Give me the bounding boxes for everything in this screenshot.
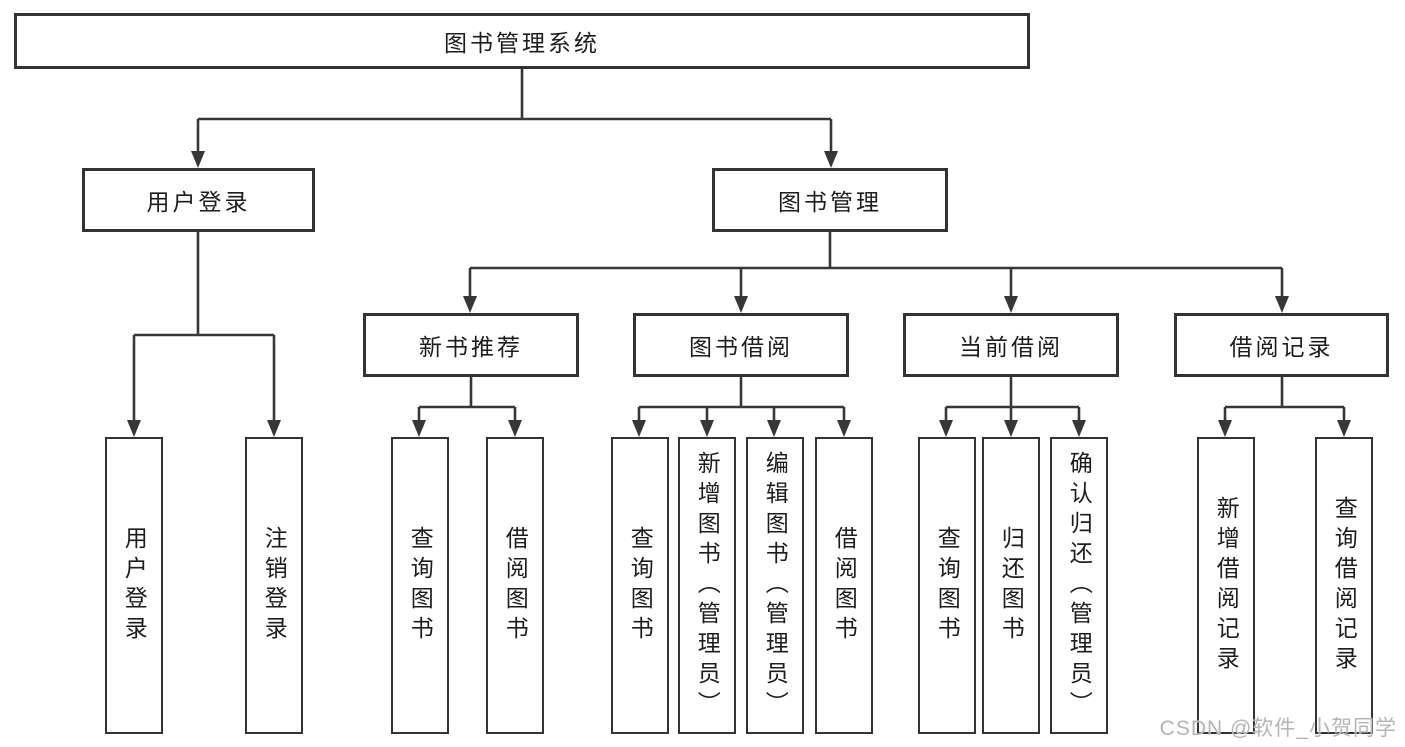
leaf-confirm-return-admin: 确认归还（管理员）: [1050, 437, 1108, 734]
node-current-borrow-label: 当前借阅: [959, 334, 1063, 360]
leaf-borrow-books-recommend-label: 借阅图书: [502, 525, 529, 646]
node-user-login: 用户登录: [82, 168, 315, 232]
node-borrow-records-label: 借阅记录: [1229, 334, 1334, 360]
leaf-return-books-label: 归还图书: [998, 525, 1025, 646]
leaf-query-borrow-record-label: 查询借阅记录: [1331, 495, 1358, 676]
leaf-return-books: 归还图书: [982, 437, 1040, 734]
node-new-book-recommend: 新书推荐: [363, 313, 579, 377]
node-book-management: 图书管理: [712, 168, 948, 232]
node-root: 图书管理系统: [14, 13, 1030, 69]
leaf-logout-label: 注销登录: [261, 525, 288, 646]
leaf-add-borrow-record-label: 新增借阅记录: [1213, 495, 1240, 676]
leaf-query-books-recommend-label: 查询图书: [407, 525, 434, 646]
leaf-logout: 注销登录: [245, 437, 303, 734]
node-root-label: 图书管理系统: [444, 30, 600, 56]
leaf-query-books-borrow: 查询图书: [611, 437, 669, 734]
leaf-query-books-borrow-label: 查询图书: [627, 525, 654, 646]
leaf-query-books-current: 查询图书: [918, 437, 976, 734]
node-borrow-records: 借阅记录: [1174, 313, 1389, 377]
leaf-query-books-current-label: 查询图书: [934, 525, 961, 646]
leaf-edit-books-admin: 编辑图书（管理员）: [746, 437, 804, 734]
node-book-management-label: 图书管理: [778, 189, 882, 215]
node-book-borrow-label: 图书借阅: [689, 334, 793, 360]
leaf-confirm-return-admin-label: 确认归还（管理员）: [1066, 450, 1093, 721]
leaf-edit-books-admin-label: 编辑图书（管理员）: [762, 450, 789, 721]
node-user-login-label: 用户登录: [146, 189, 251, 215]
leaf-add-books-admin: 新增图书（管理员）: [678, 437, 736, 734]
leaf-query-books-recommend: 查询图书: [391, 437, 449, 734]
leaf-user-login-label: 用户登录: [121, 525, 148, 646]
leaf-borrow-books: 借阅图书: [815, 437, 873, 734]
leaf-query-borrow-record: 查询借阅记录: [1315, 437, 1373, 734]
csdn-watermark: CSDN @软件_小贺同学: [1159, 717, 1397, 740]
node-book-borrow: 图书借阅: [633, 313, 849, 377]
leaf-borrow-books-label: 借阅图书: [831, 525, 858, 646]
leaf-add-borrow-record: 新增借阅记录: [1197, 437, 1255, 734]
node-current-borrow: 当前借阅: [903, 313, 1119, 377]
leaf-borrow-books-recommend: 借阅图书: [486, 437, 544, 734]
leaf-user-login: 用户登录: [105, 437, 163, 734]
leaf-add-books-admin-label: 新增图书（管理员）: [694, 450, 721, 721]
node-new-book-recommend-label: 新书推荐: [419, 334, 523, 360]
